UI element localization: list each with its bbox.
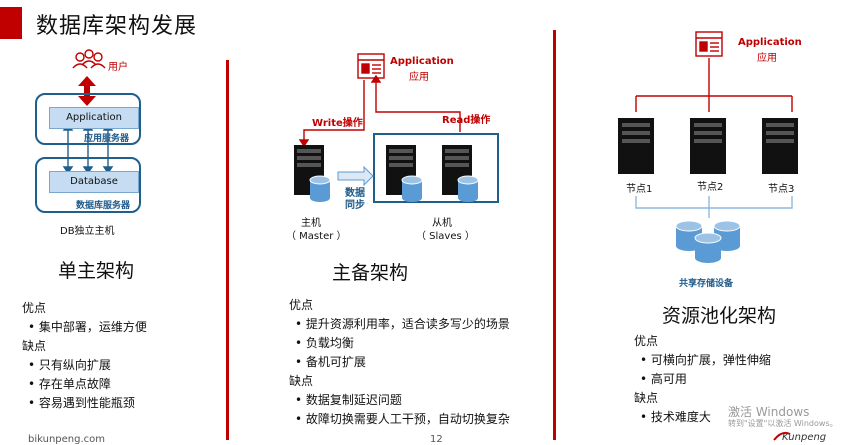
sync-arrow xyxy=(337,165,374,187)
server-icon xyxy=(762,118,798,174)
user-label: 用户 xyxy=(108,62,128,73)
database-icon xyxy=(675,220,741,263)
write-label: Write操作 xyxy=(312,118,363,129)
read-label: Read操作 xyxy=(442,115,491,126)
footer-url: bikunpeng.com xyxy=(28,434,106,445)
application-window-icon xyxy=(695,31,723,57)
list-item: 只有纵向扩展 xyxy=(22,356,217,375)
node-3-label: 节点3 xyxy=(768,184,795,195)
users-icon xyxy=(72,49,106,69)
master-title: 主备架构 xyxy=(332,262,409,284)
list-item: 容易遇到性能瓶颈 xyxy=(22,394,217,413)
db-host-caption: DB独立主机 xyxy=(60,226,115,237)
master-label: 主机 xyxy=(301,218,321,229)
database-icon xyxy=(401,175,423,202)
ms-app-label: Application xyxy=(390,56,454,67)
cons-heading: 缺点 xyxy=(289,374,314,388)
list-item: 集中部署，运维方便 xyxy=(22,318,217,337)
master-slave-diagram xyxy=(294,53,499,203)
resource-pool-diagram xyxy=(618,31,798,263)
pool-app-label: Application xyxy=(738,37,802,48)
read-write-arrows xyxy=(298,74,461,148)
single-title: 单主架构 xyxy=(58,260,135,282)
server-icon xyxy=(386,145,416,195)
slaves-frame xyxy=(373,133,499,203)
sync-label-2: 同步 xyxy=(345,200,365,211)
pool-title: 资源池化架构 xyxy=(662,305,777,327)
brand-swoosh-icon xyxy=(773,431,791,441)
master-pros-cons: 优点 提升资源利用率，适合读多写少的场景 负载均衡 备机可扩展 缺点 数据复制延… xyxy=(289,296,551,429)
pool-pros-cons: 优点 可横向扩展，弹性伸缩 高可用 缺点 技术难度大 xyxy=(634,332,834,427)
slave-label: 从机 xyxy=(432,218,452,229)
divider-right xyxy=(553,30,556,440)
node-storage-lines xyxy=(635,196,793,218)
node-2-label: 节点2 xyxy=(697,182,724,193)
activation-watermark-sub: 转到"设置"以激活 Windows。 xyxy=(728,419,838,428)
master-en: （ Master ） xyxy=(286,231,347,242)
list-item: 故障切换需要人工干预，自动切换复杂 xyxy=(289,410,551,429)
page-number: 12 xyxy=(430,434,443,445)
shared-storage-label: 共享存储设备 xyxy=(679,279,734,289)
brand-logo: Kunpeng xyxy=(782,432,827,443)
single-pros-cons: 优点 集中部署，运维方便 缺点 只有纵向扩展 存在单点故障 容易遇到性能瓶颈 xyxy=(22,299,217,413)
cons-heading: 缺点 xyxy=(634,391,659,405)
application-box: Application xyxy=(49,107,139,129)
node-1-label: 节点1 xyxy=(626,184,653,195)
server-icon xyxy=(690,118,726,174)
ms-app-cn: 应用 xyxy=(409,72,429,83)
list-item: 存在单点故障 xyxy=(22,375,217,394)
divider-left xyxy=(226,60,229,440)
app-server-label: 应用服务器 xyxy=(84,134,130,144)
database-icon xyxy=(309,175,331,202)
title-accent-bar xyxy=(0,7,22,39)
pros-heading: 优点 xyxy=(289,298,314,312)
user-app-arrow xyxy=(78,76,96,106)
list-item: 数据复制延迟问题 xyxy=(289,391,551,410)
list-item: 技术难度大 xyxy=(634,408,834,427)
activation-watermark: 激活 Windows xyxy=(728,405,810,419)
list-item: 高可用 xyxy=(634,370,834,389)
app-node-lines xyxy=(635,58,793,112)
slave-en: （ Slaves ） xyxy=(416,231,475,242)
list-item: 负载均衡 xyxy=(289,334,551,353)
pool-app-cn: 应用 xyxy=(757,53,777,64)
pros-heading: 优点 xyxy=(22,301,47,315)
cons-heading: 缺点 xyxy=(22,339,47,353)
pros-heading: 优点 xyxy=(634,334,659,348)
list-item: 备机可扩展 xyxy=(289,353,551,372)
database-icon xyxy=(457,175,479,202)
sync-label-1: 数据 xyxy=(345,188,365,199)
list-item: 提升资源利用率，适合读多写少的场景 xyxy=(289,315,551,334)
database-box: Database xyxy=(49,171,139,193)
server-icon xyxy=(618,118,654,174)
slide-title: 数据库架构发展 xyxy=(36,14,198,39)
list-item: 可横向扩展，弹性伸缩 xyxy=(634,351,834,370)
application-window-icon xyxy=(357,53,385,79)
db-server-label: 数据库服务器 xyxy=(76,201,131,211)
